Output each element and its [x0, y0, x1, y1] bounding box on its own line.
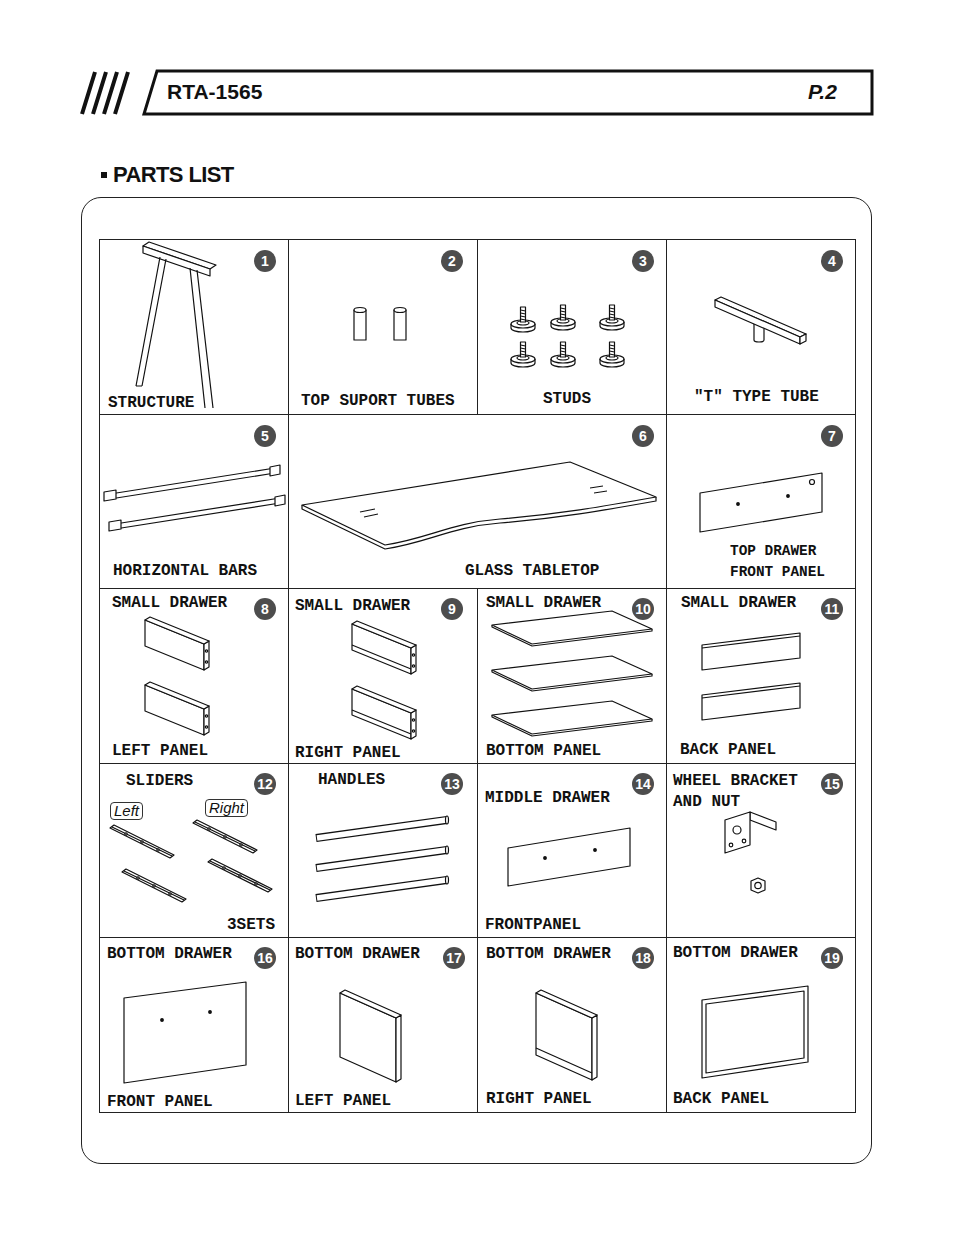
part-cell: BOTTOM DRAWER 16FRONT PANEL — [99, 937, 289, 1113]
part-label: BOTTOM PANEL — [486, 742, 601, 760]
part-cell: 2TOP SUPORT TUBES — [288, 239, 478, 415]
part-label: STUDS — [543, 390, 591, 408]
part-label: SLIDERS — [126, 772, 193, 790]
part-cell: SMALL DRAWER 11BACK PANEL — [666, 588, 856, 764]
callout-number: 8 — [254, 598, 276, 620]
parts-panel: PARTS LIST1STRUCTURE2TOP SUPORT TUBES3ST… — [81, 197, 872, 1164]
part-label: SMALL DRAWER — [681, 594, 796, 612]
part-label: SMALL DRAWER — [486, 594, 601, 612]
callout-number: 4 — [821, 250, 843, 272]
part-cell: 6GLASS TABLETOP — [288, 414, 667, 590]
callout-number: 12 — [254, 773, 276, 795]
part-label: MIDDLE DRAWER — [485, 789, 610, 807]
model-number: RTA-1565 — [167, 80, 262, 104]
part-label: HANDLES — [318, 771, 385, 789]
part-cell: MIDDLE DRAWER 14FRONTPANEL — [477, 763, 667, 939]
part-label: FRONT PANEL — [107, 1093, 213, 1111]
callout-number: 2 — [441, 250, 463, 272]
part-label: LEFT PANEL — [112, 742, 208, 760]
callout-number: 16 — [254, 947, 276, 969]
part-cell: BOTTOM DRAWER 18RIGHT PANEL — [477, 937, 667, 1113]
callout-number: 15 — [821, 773, 843, 795]
part-cell: SMALL DRAWER 10BOTTOM PANEL — [477, 588, 667, 764]
callout-number: 9 — [441, 598, 463, 620]
callout-number: 14 — [632, 773, 654, 795]
callout-number: 7 — [821, 425, 843, 447]
slider-side-label: Right — [205, 799, 248, 817]
part-label: RIGHT PANEL — [486, 1090, 592, 1108]
part-cell: 4 "T" TYPE TUBE — [666, 239, 856, 415]
callout-number: 13 — [441, 773, 463, 795]
part-label: GLASS TABLETOP — [465, 562, 599, 580]
part-label: LEFT PANEL — [295, 1092, 391, 1110]
part-label: 3SETS — [227, 916, 275, 934]
part-label: FRONTPANEL — [485, 916, 581, 934]
callout-number: 6 — [632, 425, 654, 447]
part-cell: 3STUDS — [477, 239, 667, 415]
part-label: BOTTOM DRAWER — [295, 945, 420, 963]
part-cell: SMALL DRAWER 9RIGHT PANEL — [288, 588, 478, 764]
part-label: SMALL DRAWER — [295, 597, 410, 615]
callout-number: 19 — [821, 947, 843, 969]
callout-number: 18 — [632, 947, 654, 969]
callout-number: 17 — [443, 947, 465, 969]
part-cell: 1STRUCTURE — [99, 239, 289, 415]
part-label: HORIZONTAL BARS — [113, 562, 257, 580]
part-cell: WHEEL BRACKET AND NUT15 — [666, 763, 856, 939]
callout-number: 10 — [632, 598, 654, 620]
part-cell: SMALL DRAWER 8LEFT PANEL — [99, 588, 289, 764]
part-label: WHEEL BRACKET AND NUT — [673, 771, 818, 813]
part-label: TOP DRAWER FRONT PANEL — [730, 541, 855, 583]
part-label: BOTTOM DRAWER — [673, 944, 798, 962]
part-label: STRUCTURE — [108, 394, 194, 412]
callout-number: 11 — [821, 598, 843, 620]
part-label: RIGHT PANEL — [295, 744, 401, 762]
part-label: TOP SUPORT TUBES — [301, 392, 455, 410]
callout-number: 3 — [632, 250, 654, 272]
header-frame — [82, 71, 872, 114]
part-label: SMALL DRAWER — [112, 594, 227, 612]
part-cell: BOTTOM DRAWER 19BACK PANEL — [666, 937, 856, 1113]
part-cell: 7TOP DRAWER FRONT PANEL — [666, 414, 856, 590]
part-label: BACK PANEL — [680, 741, 776, 759]
part-cell: 5HORIZONTAL BARS — [99, 414, 289, 590]
heading-bullet — [101, 172, 107, 178]
part-label: "T" TYPE TUBE — [694, 388, 819, 406]
header-box: RTA-1565 P.2 — [142, 70, 872, 115]
part-label: BOTTOM DRAWER — [486, 945, 611, 963]
part-label: BOTTOM DRAWER — [107, 945, 232, 963]
slider-side-label: Left — [110, 802, 143, 820]
section-heading: PARTS LIST — [113, 162, 234, 188]
part-label: BACK PANEL — [673, 1090, 769, 1108]
callout-number: 5 — [254, 425, 276, 447]
part-cell: HANDLES 13 — [288, 763, 478, 939]
callout-number: 1 — [254, 250, 276, 272]
part-drawings — [104, 242, 822, 1083]
part-cell: SLIDERS 12Left Right 3SETS — [99, 763, 289, 939]
page-number: P.2 — [808, 80, 837, 104]
part-cell: BOTTOM DRAWER 17LEFT PANEL — [288, 937, 478, 1113]
